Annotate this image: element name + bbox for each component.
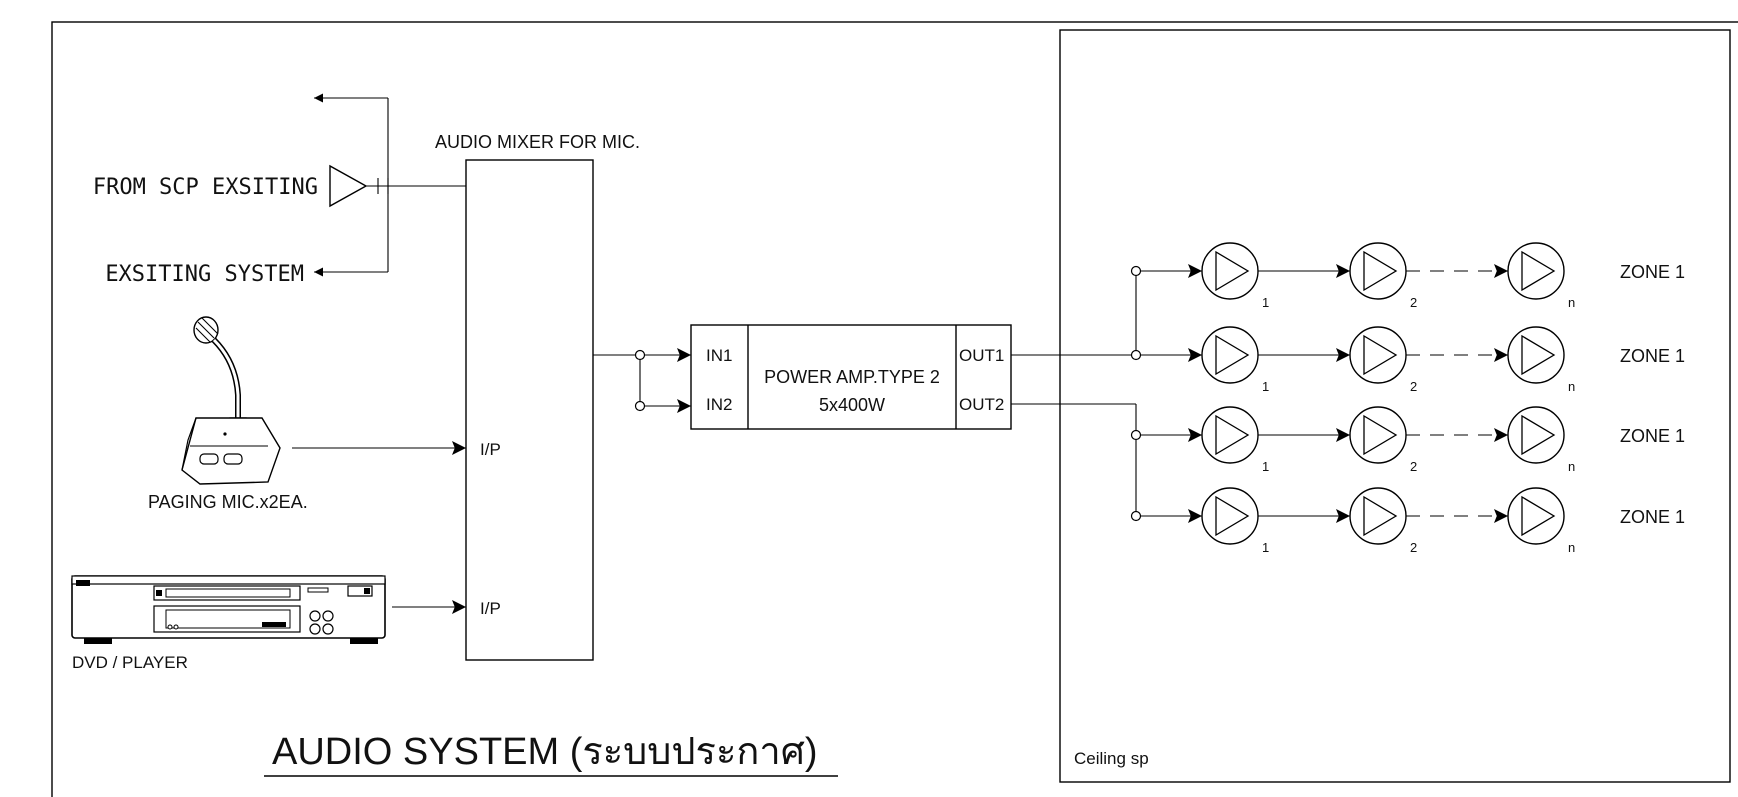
speaker-index-label: 1	[1262, 295, 1269, 310]
scp-existing-group: FROM SCP EXSITING EXSITING SYSTEM	[93, 93, 466, 287]
speaker-index-label: n	[1568, 379, 1575, 394]
amp-output-1-label: OUT1	[959, 346, 1004, 365]
speaker-index-label: 1	[1262, 379, 1269, 394]
mixer-input-label-dvd: I/P	[480, 599, 501, 618]
ceiling-label: Ceiling sp	[1074, 749, 1149, 768]
existing-system-label: EXSITING SYSTEM	[105, 262, 304, 287]
dvd-player-icon	[71, 575, 386, 644]
dvd-label: DVD / PLAYER	[72, 653, 188, 672]
zone-label: ZONE 1	[1620, 507, 1685, 527]
mixer-to-amp-connection	[593, 348, 691, 413]
speaker-index-label: 2	[1410, 540, 1417, 555]
speaker-icon	[1201, 326, 1259, 384]
speaker-index-label: 2	[1410, 379, 1417, 394]
speaker-icon	[1507, 242, 1565, 300]
speaker-row: 1 2 n ZONE 1	[1130, 242, 1685, 310]
speaker-index-label: n	[1568, 295, 1575, 310]
zone-label: ZONE 1	[1620, 262, 1685, 282]
speaker-row: 1 2 n ZONE 1	[1130, 326, 1685, 394]
speaker-row: 1 2 n ZONE 1	[1130, 406, 1685, 474]
scp-amplifier-triangle-icon	[329, 164, 368, 208]
speaker-icon	[1507, 406, 1565, 464]
audio-mixer: AUDIO MIXER FOR MIC. I/P I/P	[435, 132, 640, 661]
amp-name-label: POWER AMP.TYPE 2	[764, 367, 940, 387]
mixer-input-label-mic: I/P	[480, 440, 501, 459]
speaker-icon	[1349, 406, 1407, 464]
speaker-index-label: 2	[1410, 459, 1417, 474]
junction-node	[1130, 510, 1142, 522]
diagram-title: AUDIO SYSTEM (ระบบประกาศ)	[272, 731, 818, 773]
speaker-index-label: n	[1568, 540, 1575, 555]
speaker-icon	[1507, 326, 1565, 384]
amp-input-1-label: IN1	[706, 346, 732, 365]
scp-label: FROM SCP EXSITING	[93, 175, 318, 200]
speaker-icon	[1201, 406, 1259, 464]
speaker-icon	[1201, 242, 1259, 300]
speaker-icon	[1201, 487, 1259, 545]
amp-rating-label: 5x400W	[819, 395, 885, 415]
junction-node	[1130, 265, 1142, 277]
zone-label: ZONE 1	[1620, 426, 1685, 446]
amp-output-2-label: OUT2	[959, 395, 1004, 414]
mixer-label: AUDIO MIXER FOR MIC.	[435, 132, 640, 152]
speaker-icon	[1349, 242, 1407, 300]
speaker-index-label: 2	[1410, 295, 1417, 310]
ceiling-speaker-frame	[1059, 29, 1731, 783]
speaker-index-label: 1	[1262, 540, 1269, 555]
paging-mic-icon	[181, 316, 281, 485]
junction-node	[1130, 349, 1142, 361]
mic-label: PAGING MIC.x2EA.	[148, 492, 308, 512]
junction-node	[1130, 429, 1142, 441]
zone-label: ZONE 1	[1620, 346, 1685, 366]
speaker-index-label: n	[1568, 459, 1575, 474]
outer-frame	[51, 21, 1738, 797]
power-amplifier: IN1 IN2 POWER AMP.TYPE 2 5x400W OUT1 OUT…	[690, 324, 1012, 430]
speaker-index-label: 1	[1262, 459, 1269, 474]
amp-input-2-label: IN2	[706, 395, 732, 414]
speaker-icon	[1507, 487, 1565, 545]
speaker-icon	[1349, 326, 1407, 384]
speaker-icon	[1349, 487, 1407, 545]
amp-to-speaker-bus	[1011, 275, 1137, 511]
speaker-row: 1 2 n ZONE 1	[1130, 487, 1685, 555]
